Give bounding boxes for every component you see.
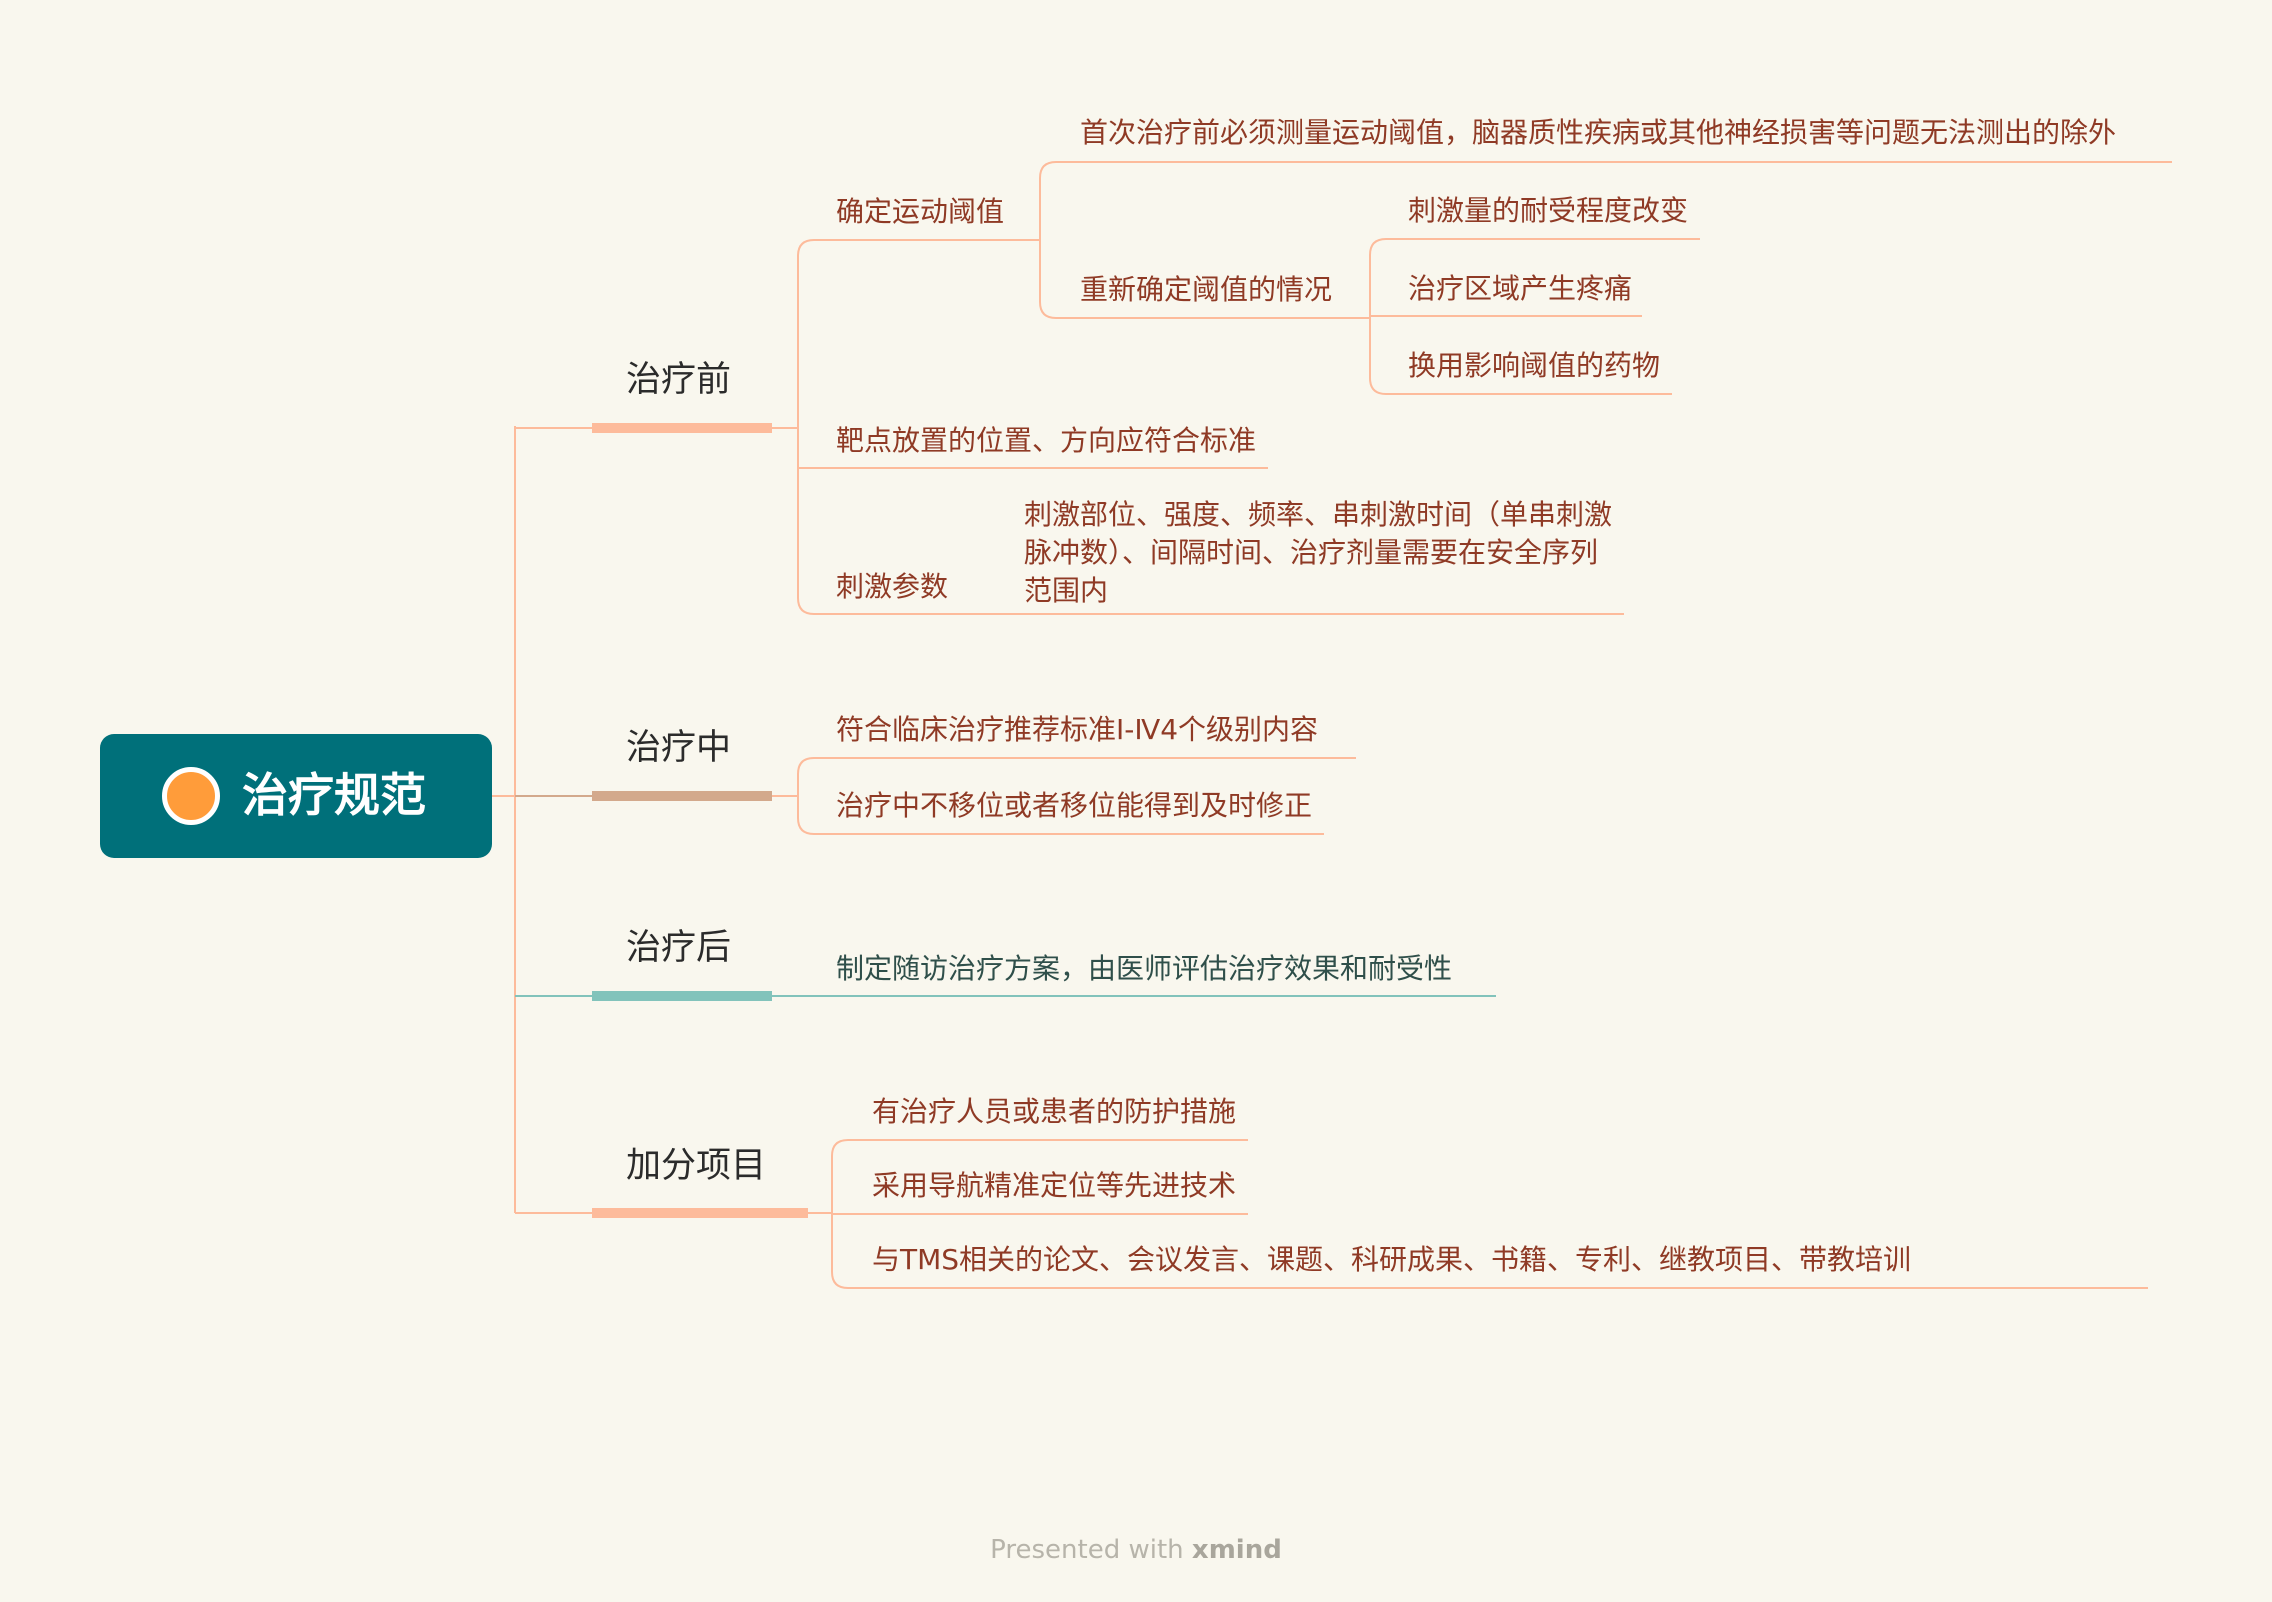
redetermine-item-1[interactable]: 刺激量的耐受程度改变: [1408, 194, 1689, 227]
bonus-underline: [592, 1208, 808, 1218]
threshold-bracket: [1039, 161, 1057, 319]
after-underline: [592, 991, 772, 1001]
topic-first-measure[interactable]: 首次治疗前必须测量运动阈值，脑器质性疾病或其他神经损害等问题无法测出的除外: [1080, 116, 2117, 149]
topic-stim-params[interactable]: 刺激参数: [836, 570, 949, 603]
topic-redetermine[interactable]: 重新确定阈值的情况: [1080, 273, 1333, 306]
after-item[interactable]: 制定随访治疗方案，由医师评估治疗效果和耐受性: [836, 952, 1453, 985]
bonus-item-3[interactable]: 与TMS相关的论文、会议发言、课题、科研成果、书籍、专利、继教项目、带教培训: [872, 1243, 1912, 1276]
bonus-item-1[interactable]: 有治疗人员或患者的防护措施: [872, 1095, 1237, 1128]
xmind-logo: xmind: [1191, 1535, 1282, 1565]
during-underline: [592, 791, 772, 801]
branch-before[interactable]: 治疗前: [626, 360, 732, 400]
footer-credit: Presented with xmind: [0, 1532, 2272, 1568]
root-node[interactable]: 治疗规范: [100, 734, 492, 858]
during-bracket: [797, 757, 815, 835]
topic-target-placement[interactable]: 靶点放置的位置、方向应符合标准: [836, 424, 1257, 457]
root-title: 治疗规范: [242, 768, 426, 822]
branch-bonus[interactable]: 加分项目: [626, 1146, 767, 1186]
redetermine-item-2[interactable]: 治疗区域产生疼痛: [1408, 272, 1633, 305]
branch-after[interactable]: 治疗后: [626, 928, 732, 968]
topic-stim-params-detail[interactable]: 刺激部位、强度、频率、串刺激时间（单串刺激脉冲数）、间隔时间、治疗剂量需要在安全…: [1024, 498, 1613, 607]
redetermine-item-3[interactable]: 换用影响阈值的药物: [1408, 349, 1661, 382]
branch-during[interactable]: 治疗中: [626, 728, 732, 768]
before-subtree-bracket: [797, 239, 815, 615]
topic-determine-threshold[interactable]: 确定运动阈值: [836, 195, 1005, 228]
during-item-2[interactable]: 治疗中不移位或者移位能得到及时修正: [836, 789, 1313, 822]
root-dot-icon: [162, 767, 220, 825]
before-underline: [592, 423, 772, 433]
bonus-item-2[interactable]: 采用导航精准定位等先进技术: [872, 1169, 1237, 1202]
during-item-1[interactable]: 符合临床治疗推荐标准Ⅰ-Ⅳ4个级别内容: [836, 713, 1319, 746]
footer-prefix: Presented with: [990, 1535, 1192, 1565]
